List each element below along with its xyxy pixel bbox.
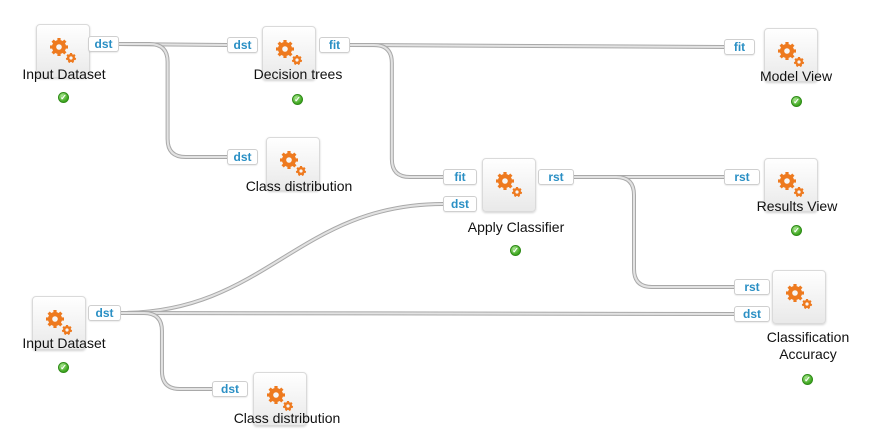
output-port-fit[interactable]: fit bbox=[319, 37, 350, 53]
output-port-rst[interactable]: rst bbox=[538, 169, 574, 185]
node-input2[interactable] bbox=[32, 296, 86, 350]
gear-icon bbox=[276, 40, 303, 65]
status-ok-icon: ✓ bbox=[510, 245, 521, 256]
node-label: Model View bbox=[759, 68, 833, 84]
gear-icon bbox=[786, 284, 813, 309]
node-classdist2[interactable] bbox=[253, 372, 307, 426]
gear-icon bbox=[280, 151, 307, 176]
output-port-dst[interactable]: dst bbox=[88, 305, 121, 321]
input-port-rst[interactable]: rst bbox=[724, 169, 760, 185]
status-ok-icon: ✓ bbox=[791, 225, 802, 236]
connection-apply-to-accuracy[interactable] bbox=[574, 176, 734, 288]
node-label: Decision trees bbox=[253, 66, 343, 82]
status-ok-icon: ✓ bbox=[58, 362, 69, 373]
status-ok-icon: ✓ bbox=[791, 96, 802, 107]
connection-tree-to-apply[interactable] bbox=[350, 44, 443, 178]
node-label: Class distribution bbox=[245, 178, 353, 194]
status-ok-icon: ✓ bbox=[802, 374, 813, 385]
gear-icon bbox=[496, 172, 523, 197]
connection-tree-to-model[interactable] bbox=[349, 44, 725, 48]
node-label: Class distribution bbox=[233, 410, 341, 426]
connection-input2-to-classdist2[interactable] bbox=[121, 312, 212, 390]
node-results[interactable] bbox=[764, 158, 818, 212]
node-tree[interactable] bbox=[262, 26, 316, 80]
gear-icon bbox=[50, 38, 77, 63]
connection-wire-outline bbox=[574, 175, 734, 289]
connection-input2-to-apply[interactable] bbox=[120, 203, 444, 314]
input-port-dst[interactable]: dst bbox=[227, 149, 258, 165]
input-port-rst[interactable]: rst bbox=[734, 279, 770, 295]
node-label: Input Dataset bbox=[22, 335, 106, 351]
connection-input2-to-accuracy[interactable] bbox=[120, 312, 735, 315]
input-port-dst[interactable]: dst bbox=[212, 381, 248, 397]
node-label: Input Dataset bbox=[22, 66, 106, 82]
gear-icon bbox=[778, 172, 805, 197]
gear-icon bbox=[267, 386, 294, 411]
input-port-dst[interactable]: dst bbox=[443, 196, 477, 212]
connection-wire-outline bbox=[350, 43, 443, 179]
status-ok-icon: ✓ bbox=[292, 94, 303, 105]
input-port-fit[interactable]: fit bbox=[724, 39, 755, 55]
connection-input1-to-classdist1[interactable] bbox=[119, 43, 227, 158]
input-port-dst[interactable]: dst bbox=[227, 37, 258, 53]
gear-icon bbox=[778, 42, 805, 67]
input-port-dst[interactable]: dst bbox=[734, 306, 770, 322]
node-model[interactable] bbox=[764, 28, 818, 82]
output-port-dst[interactable]: dst bbox=[88, 36, 119, 52]
node-apply[interactable] bbox=[482, 158, 536, 212]
node-accuracy[interactable] bbox=[772, 270, 826, 324]
node-label: Results View bbox=[756, 198, 838, 214]
node-label: Apply Classifier bbox=[467, 219, 565, 235]
node-classdist1[interactable] bbox=[266, 137, 320, 191]
connection-wire-outline bbox=[119, 42, 227, 159]
node-label: Classification Accuracy bbox=[766, 329, 850, 362]
gear-icon bbox=[46, 310, 73, 335]
input-port-fit[interactable]: fit bbox=[443, 169, 477, 185]
status-ok-icon: ✓ bbox=[58, 92, 69, 103]
